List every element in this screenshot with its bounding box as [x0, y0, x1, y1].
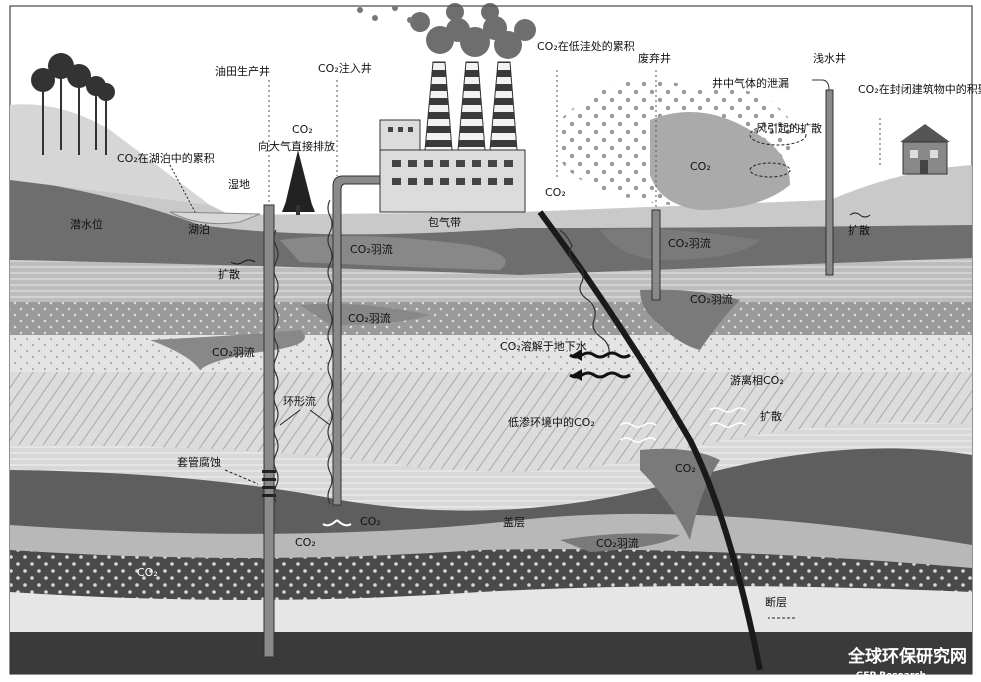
annular-flow-injection-well	[327, 199, 333, 505]
annular-arrow-left	[279, 409, 301, 426]
shallow-well-arrow	[812, 79, 830, 91]
label-caprock: 盖层	[503, 515, 525, 529]
oil-production-well	[263, 204, 275, 658]
casing-corrosion-marks	[262, 470, 276, 497]
label-dissolve-groundwater: CO₂溶解于地下水	[500, 339, 587, 353]
label-annular-flow: 环形流	[283, 394, 316, 408]
label-co2-bottom-mid: CO₂	[360, 515, 381, 528]
label-water-table: 潜水位	[70, 217, 103, 231]
annular-arrow-right	[309, 409, 331, 426]
casing-arrow	[224, 469, 259, 485]
label-co2-bottom-left: CO₂	[295, 536, 316, 549]
label-co2-lowland: CO₂	[545, 186, 566, 199]
wind-arrows	[749, 124, 807, 178]
fault-leak-flow	[559, 229, 610, 359]
label-low-perm: 低渗环境中的CO₂	[508, 415, 595, 429]
label-lake: 湖泊	[188, 223, 210, 236]
label-plume-left: CO₂羽流	[212, 345, 255, 359]
annular-flow-oil-well	[273, 229, 279, 503]
reservoir-layer	[10, 510, 972, 568]
label-diffusion-mid: 扩散	[760, 409, 782, 423]
label-wetland: 湿地	[228, 178, 250, 191]
diffusion-arrows	[230, 212, 871, 265]
lake	[169, 211, 261, 225]
label-injection-well: CO₂注入井	[318, 61, 372, 75]
low-perm-waves	[619, 407, 747, 443]
plume-shape-fault	[640, 289, 740, 350]
fault-line	[537, 210, 763, 671]
label-plume-upper: CO₂羽流	[350, 242, 393, 256]
label-lowland-accumulation: CO₂在低洼处的累积	[537, 39, 635, 53]
label-wind-diffusion: 风引起的扩散	[756, 121, 822, 135]
label-plume-middle: CO₂羽流	[348, 311, 391, 325]
label-oil-well: 油田生产井	[215, 64, 270, 78]
co2-leak-cloud	[650, 112, 790, 210]
tree-group	[31, 53, 315, 215]
watermark-subtitle: GEP Research	[856, 671, 926, 681]
label-lake-accumulation: CO₂在湖泊中的累积	[117, 151, 215, 165]
dotted-layer	[10, 300, 972, 335]
label-plume-fault: CO₂羽流	[690, 292, 733, 306]
label-vent-atmosphere: 向大气直接排放	[258, 139, 335, 153]
co2-injection-well	[332, 175, 381, 506]
surface-soil	[10, 105, 972, 235]
label-co2-cloud: CO₂	[690, 160, 711, 173]
watermark-title: 全球环保研究网	[847, 646, 967, 667]
lake-leader	[169, 164, 196, 213]
power-plant	[357, 3, 536, 213]
label-co2-deep: CO₂	[137, 566, 158, 579]
label-free-phase: 游离相CO₂	[730, 373, 784, 387]
injection-outlet	[322, 519, 352, 527]
hatched-layer	[10, 370, 972, 472]
plume-shape-deep	[640, 448, 720, 540]
shallow-water-well	[825, 89, 834, 276]
label-co2-fault: CO₂	[675, 462, 696, 475]
label-vadose-zone: 包气带	[428, 215, 461, 229]
plume-shape-abandoned	[600, 228, 760, 260]
label-co2-top: CO₂	[292, 123, 313, 136]
label-building-accumulation: CO₂在封闭建筑物中的积聚	[858, 82, 981, 96]
label-diffusion-right: 扩散	[848, 223, 870, 237]
caprock-layer	[10, 443, 972, 545]
banded-layer	[10, 417, 972, 511]
dissolution-arrowheads	[572, 349, 582, 381]
label-plume-bottom: CO₂羽流	[596, 536, 639, 550]
abandoned-well	[651, 209, 661, 301]
label-plume-abandoned: CO₂羽流	[668, 236, 711, 250]
plume-shape-bottom	[560, 533, 680, 552]
label-fault: 断层	[765, 595, 787, 609]
label-casing-corrosion: 套管腐蚀	[177, 455, 221, 469]
label-well-leak: 井中气体的泄漏	[712, 76, 789, 90]
label-abandoned-well: 废弃井	[638, 51, 671, 65]
label-diffusion-left: 扩散	[218, 267, 240, 281]
house	[900, 124, 950, 175]
label-shallow-well: 浅水井	[813, 51, 846, 65]
light-dotted-layer	[10, 330, 972, 372]
